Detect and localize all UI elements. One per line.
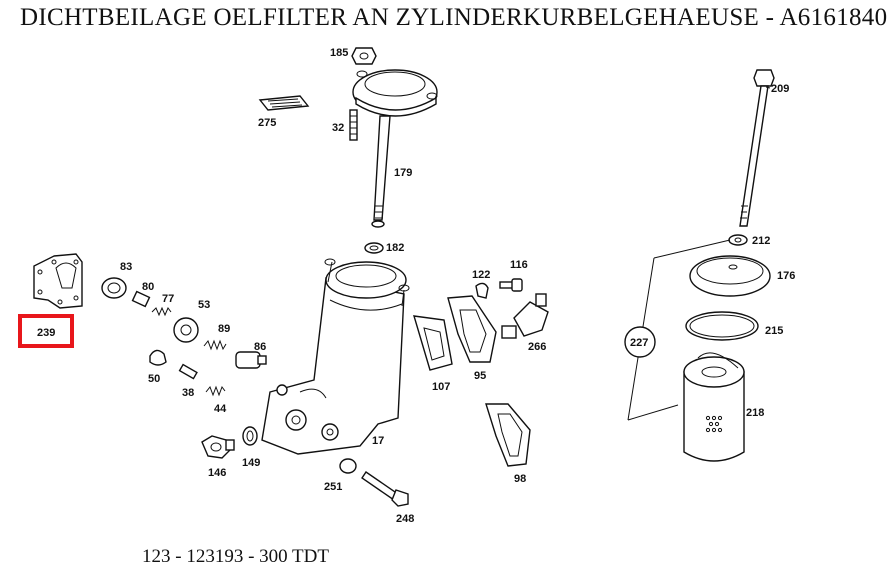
part-label-38[interactable]: 38 — [182, 387, 194, 399]
part-266-sensor[interactable] — [501, 293, 549, 339]
part-95-gasket[interactable] — [447, 295, 497, 363]
part-251-nut[interactable] — [339, 458, 357, 474]
part-label-98[interactable]: 98 — [514, 473, 526, 485]
part-227-circle[interactable] — [624, 326, 656, 358]
part-83-sleeve[interactable] — [101, 277, 127, 299]
part-label-182[interactable]: 182 — [386, 242, 404, 254]
part-label-122[interactable]: 122 — [472, 269, 490, 281]
part-label-251[interactable]: 251 — [324, 481, 342, 493]
part-label-218[interactable]: 218 — [746, 407, 764, 419]
part-17-oil-filter-housing[interactable] — [261, 258, 410, 455]
part-label-77[interactable]: 77 — [162, 293, 174, 305]
part-89-spring[interactable] — [203, 339, 227, 351]
part-179-lid-and-rod[interactable] — [352, 69, 438, 228]
part-50-clip[interactable] — [149, 349, 167, 366]
part-label-83[interactable]: 83 — [120, 261, 132, 273]
part-116-screw[interactable] — [499, 278, 523, 292]
part-label-176[interactable]: 176 — [777, 270, 795, 282]
part-label-89[interactable]: 89 — [218, 323, 230, 335]
part-label-185[interactable]: 185 — [330, 47, 348, 59]
part-38-pin[interactable] — [178, 363, 198, 380]
part-209-bolt[interactable] — [739, 69, 775, 227]
part-label-116[interactable]: 116 — [510, 259, 528, 271]
selected-part-highlight — [18, 314, 74, 348]
part-label-50[interactable]: 50 — [148, 373, 160, 385]
part-label-44[interactable]: 44 — [214, 403, 227, 415]
part-185-nut[interactable] — [351, 47, 377, 65]
part-53-valve[interactable] — [173, 317, 199, 343]
model-footer: 123 - 123193 - 300 TDT — [142, 546, 329, 567]
part-212-washer[interactable] — [728, 234, 748, 246]
part-label-239[interactable]: 239 — [37, 327, 55, 339]
part-107-gasket[interactable] — [413, 315, 453, 371]
part-label-32[interactable]: 32 — [332, 122, 344, 134]
part-label-215[interactable]: 215 — [765, 325, 783, 337]
part-77-spring[interactable] — [151, 306, 172, 317]
part-label-80[interactable]: 80 — [142, 281, 154, 293]
part-44-spring[interactable] — [205, 385, 226, 397]
part-label-95[interactable]: 95 — [474, 370, 486, 382]
part-32-stud[interactable] — [349, 109, 358, 141]
part-215-seal-ring[interactable] — [685, 311, 759, 341]
part-label-53[interactable]: 53 — [198, 299, 210, 311]
part-label-86[interactable]: 86 — [254, 341, 266, 353]
part-149-ring[interactable] — [242, 426, 258, 446]
page-title: DICHTBEILAGE OELFILTER AN ZYLINDERKURBEL… — [20, 4, 887, 31]
part-label-209[interactable]: 209 — [771, 83, 789, 95]
part-label-248[interactable]: 248 — [396, 513, 414, 525]
part-176-cover[interactable] — [689, 255, 771, 297]
part-122-clamp[interactable] — [475, 282, 489, 299]
part-80-fitting[interactable] — [131, 290, 151, 308]
part-label-179[interactable]: 179 — [394, 167, 412, 179]
part-label-107[interactable]: 107 — [432, 381, 450, 393]
part-218-filter-element[interactable] — [683, 352, 745, 462]
part-239-gasket[interactable] — [33, 253, 83, 309]
part-label-275[interactable]: 275 — [258, 117, 276, 129]
part-label-227[interactable]: 227 — [630, 337, 648, 349]
part-98-gasket[interactable] — [485, 403, 531, 467]
part-label-17[interactable]: 17 — [372, 435, 384, 447]
part-86-plug[interactable] — [235, 351, 267, 369]
part-182-washer[interactable] — [364, 242, 384, 254]
part-label-149[interactable]: 149 — [242, 457, 260, 469]
part-label-212[interactable]: 212 — [752, 235, 770, 247]
part-label-266[interactable]: 266 — [528, 341, 546, 353]
part-248-bolt[interactable] — [361, 471, 409, 507]
part-146-banjo-bolt[interactable] — [201, 435, 235, 459]
part-275-plate[interactable] — [258, 95, 310, 111]
part-label-146[interactable]: 146 — [208, 467, 226, 479]
